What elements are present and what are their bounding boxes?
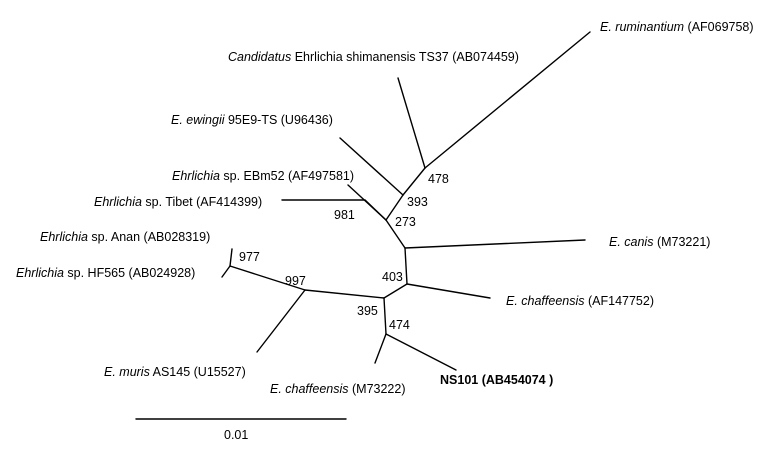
bootstrap-474: 474 [389, 318, 410, 332]
taxon-detail: sp. Tibet (AF414399) [142, 195, 262, 209]
branch-273-to-canis-node [385, 219, 406, 249]
taxon-detail: 95E9-TS (U96436) [225, 113, 333, 127]
taxon-genus: Ehrlichia [16, 266, 64, 280]
branch-canis-node-to-403 [404, 247, 408, 285]
taxon-detail: (AF069758) [684, 20, 753, 34]
taxon-detail: sp. HF565 (AB024928) [64, 266, 195, 280]
taxon-label-muris: E. muris AS145 (U15527) [104, 365, 246, 379]
branch-hf565 [221, 265, 231, 278]
taxon-genus: E. chaffeensis [506, 294, 585, 308]
taxon-label-tibet: Ehrlichia sp. Tibet (AF414399) [94, 195, 262, 209]
bootstrap-values: 478 393 273 981 977 997 403 395 474 [239, 172, 449, 332]
taxon-detail: (M73221) [653, 235, 710, 249]
bootstrap-273: 273 [395, 215, 416, 229]
branch-403-to-395 [383, 283, 408, 299]
branch-ns101 [385, 333, 457, 371]
taxon-genus: Ehrlichia [40, 230, 88, 244]
branch-chaffeensis-m [374, 333, 387, 364]
taxon-detail: (M73222) [349, 382, 406, 396]
taxon-genus: Ehrlichia [94, 195, 142, 209]
taxon-genus: Ehrlichia [172, 169, 220, 183]
branch-478-to-393 [402, 167, 426, 196]
taxon-label-ebm52: Ehrlichia sp. EBm52 (AF497581) [172, 169, 354, 183]
taxon-label-ruminantium: E. ruminantium (AF069758) [600, 20, 754, 34]
branch-anan [229, 248, 233, 267]
taxon-label-chaffeensis-af: E. chaffeensis (AF147752) [506, 294, 654, 308]
taxon-label-shimanensis: Candidatus Ehrlichia shimanensis TS37 (A… [228, 50, 519, 64]
branch-395-to-997 [304, 289, 385, 299]
branch-ruminantium [424, 31, 591, 169]
branch-393-to-273 [385, 194, 404, 221]
scale-bar-label: 0.01 [224, 428, 248, 442]
bootstrap-997: 997 [285, 274, 306, 288]
taxon-detail: Ehrlichia shimanensis TS37 (AB074459) [291, 50, 519, 64]
taxon-labels: E. ruminantium (AF069758) Candidatus Ehr… [16, 20, 754, 396]
taxon-detail: (AF147752) [585, 294, 654, 308]
taxon-label-ewingii: E. ewingii 95E9-TS (U96436) [171, 113, 333, 127]
branch-395-to-474 [383, 297, 387, 335]
taxon-detail: sp. EBm52 (AF497581) [220, 169, 354, 183]
taxon-detail: AS145 (U15527) [150, 365, 246, 379]
bootstrap-478: 478 [428, 172, 449, 186]
taxon-label-hf565: Ehrlichia sp. HF565 (AB024928) [16, 266, 195, 280]
taxon-label-chaffeensis-m: E. chaffeensis (M73222) [270, 382, 406, 396]
branch-ewingii [339, 137, 404, 196]
taxon-genus: E. canis [609, 235, 653, 249]
taxon-genus: E. muris [104, 365, 150, 379]
bootstrap-393: 393 [407, 195, 428, 209]
branch-shimanensis [397, 77, 426, 169]
taxon-label-ns101: NS101 (AB454074 ) [440, 373, 553, 387]
branch-canis [404, 239, 586, 249]
taxon-genus: E. ruminantium [600, 20, 684, 34]
bootstrap-395: 395 [357, 304, 378, 318]
taxon-label-canis: E. canis (M73221) [609, 235, 710, 249]
bootstrap-977: 977 [239, 250, 260, 264]
taxon-genus: Candidatus [228, 50, 291, 64]
taxon-label-anan: Ehrlichia sp. Anan (AB028319) [40, 230, 210, 244]
branch-tibet [281, 199, 387, 221]
branch-997-to-977 [229, 265, 306, 291]
bootstrap-403: 403 [382, 270, 403, 284]
branch-chaffeensis-af [406, 283, 491, 299]
taxon-genus: E. ewingii [171, 113, 226, 127]
taxon-genus: E. chaffeensis [270, 382, 349, 396]
taxon-detail: sp. Anan (AB028319) [88, 230, 210, 244]
branch-muris [256, 289, 306, 353]
bootstrap-981: 981 [334, 208, 355, 222]
tree-branches [221, 31, 591, 371]
